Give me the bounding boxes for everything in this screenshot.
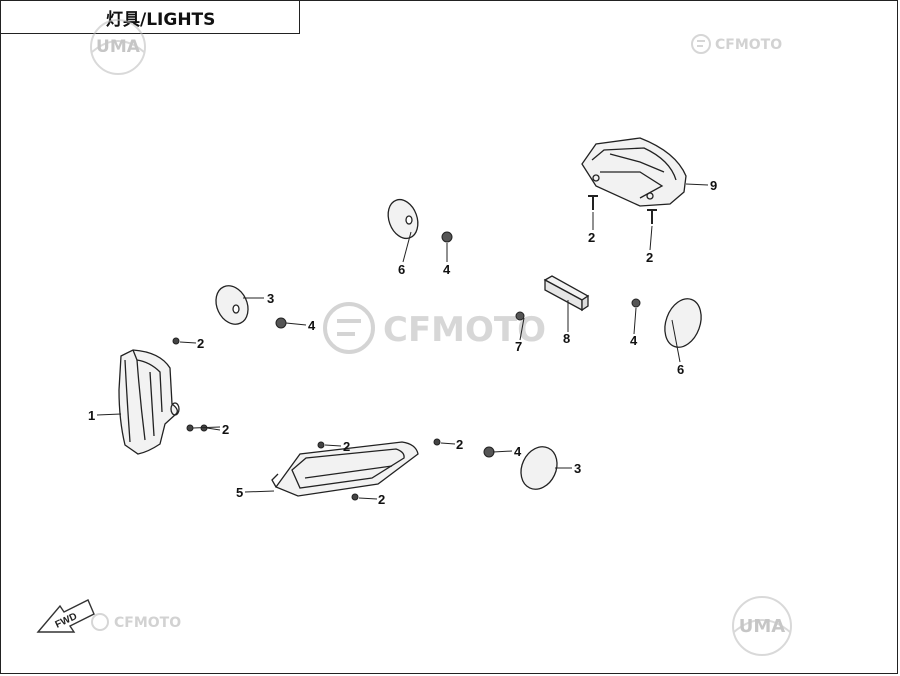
license-plate-light (543, 275, 590, 312)
cfmoto-logo-top: CFMOTO (691, 34, 782, 54)
callout-2: 2 (222, 422, 229, 437)
tail-light-assembly (581, 137, 687, 207)
callout-8: 8 (563, 331, 570, 346)
fwd-arrow-icon: FWD (36, 599, 95, 633)
reflector-upper (387, 198, 419, 240)
callout-4: 4 (443, 262, 451, 277)
callout-6: 6 (677, 362, 684, 377)
callout-5: 5 (236, 485, 243, 500)
reflector-lower (520, 446, 558, 490)
uma-logo-top-text: UMA (96, 37, 141, 57)
uma-logo-bottom: UMA (732, 596, 792, 656)
reflector-left (215, 285, 249, 325)
leader-lines (96, 183, 709, 500)
callout-2: 2 (343, 439, 350, 454)
uma-logo-top: UMA (90, 19, 146, 75)
callout-9: 9 (710, 178, 717, 193)
callout-2: 2 (588, 230, 595, 245)
cfmoto-logo-bottom-text: CFMOTO (114, 615, 181, 631)
callout-2: 2 (456, 437, 463, 452)
callout-6: 6 (398, 262, 405, 277)
callout-labels: 1 2 2 2 2 2 2 2 2 2 3 3 4 4 4 4 4 5 6 6 … (88, 178, 717, 507)
callout-3: 3 (267, 291, 274, 306)
cfmoto-logo-top-text: CFMOTO (715, 37, 782, 53)
callout-2: 2 (197, 336, 204, 351)
callout-2: 2 (378, 492, 385, 507)
uma-logo-bottom-text: UMA (739, 616, 786, 637)
reflector-right (664, 298, 702, 348)
callout-4: 4 (308, 318, 316, 333)
callout-1: 1 (88, 408, 95, 423)
cfmoto-logo-bottom: CFMOTO (91, 613, 181, 631)
callout-3: 3 (574, 461, 581, 476)
nut-icon (275, 231, 641, 458)
headlight-assembly (118, 349, 180, 455)
callout-4: 4 (514, 444, 522, 459)
callout-4: 4 (630, 333, 638, 348)
screw-icon (172, 195, 657, 501)
turn-signal-assembly (271, 441, 419, 497)
cfmoto-logo-center: CFMOTO (323, 302, 546, 354)
callout-2: 2 (646, 250, 653, 265)
callout-7: 7 (515, 339, 522, 354)
